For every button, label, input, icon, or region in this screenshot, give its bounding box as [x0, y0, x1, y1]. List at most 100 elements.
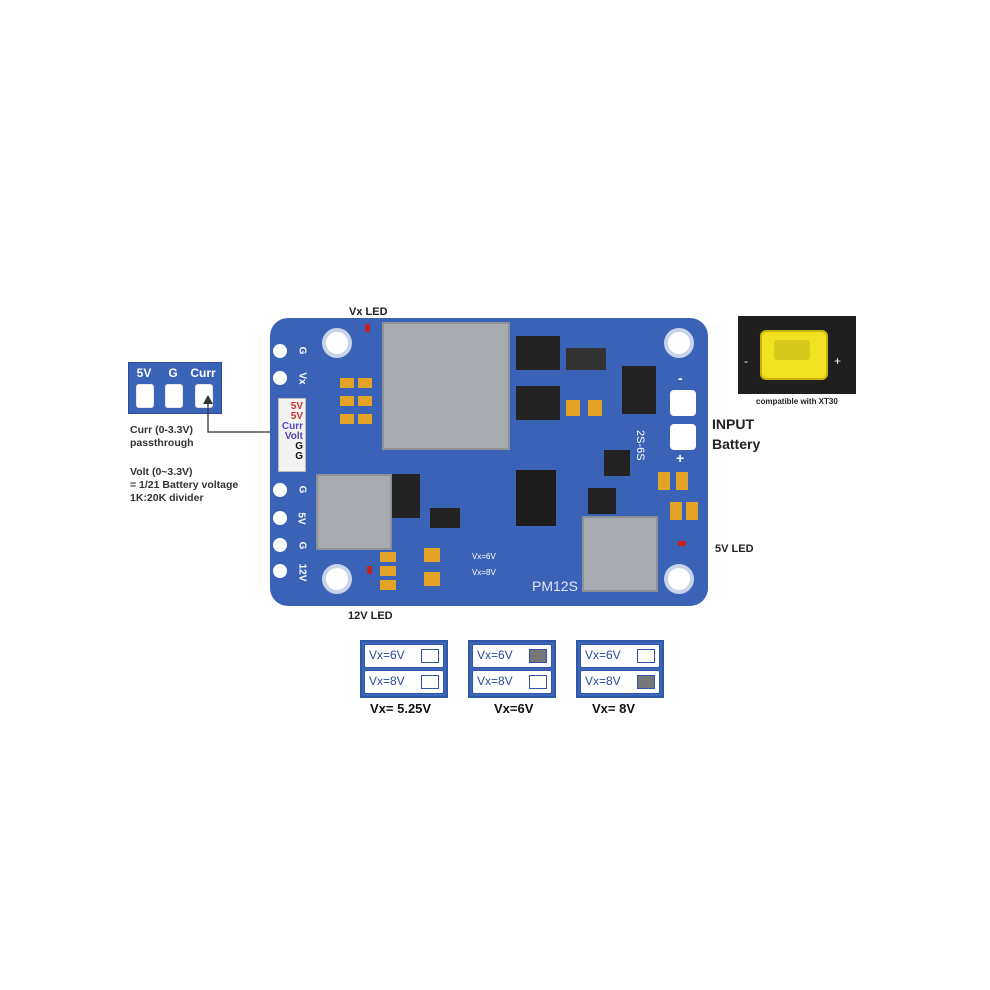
- jumper-pad-open: [421, 649, 439, 663]
- capacitor: [658, 472, 670, 490]
- mount-hole: [322, 564, 352, 594]
- controller-ic: [516, 470, 556, 526]
- battery-label: Battery: [712, 436, 761, 452]
- volt-note: Volt (0~3.3V) = 1/21 Battery voltage 1K:…: [130, 466, 238, 505]
- capacitor: [670, 502, 682, 520]
- vx-led: [365, 324, 370, 332]
- inductor-5v: [582, 516, 658, 592]
- solder-pad-5v: [136, 384, 154, 408]
- ic-small: [430, 508, 460, 528]
- ic-small: [588, 488, 616, 514]
- mount-hole: [664, 564, 694, 594]
- edge-label-12v: 12V: [296, 563, 308, 582]
- volt-note-line1: Volt (0~3.3V): [130, 466, 193, 478]
- capacitor: [424, 548, 440, 562]
- vx-setting-panel-1: Vx=6V Vx=8V: [360, 640, 448, 698]
- battery-pad-plus: [670, 424, 696, 450]
- led-12v: [367, 566, 372, 574]
- vx-led-label: Vx LED: [349, 306, 388, 318]
- capacitor: [358, 378, 372, 388]
- power-connector: 5V 5V Curr Volt G G: [278, 398, 306, 472]
- conn-5v-b: 5V: [290, 411, 303, 422]
- vx8-text: Vx=8V: [585, 674, 621, 688]
- regulator-ic: [622, 366, 656, 414]
- board-pad-vx6: Vx=6V: [472, 552, 496, 561]
- mount-hole: [664, 328, 694, 358]
- pcb-board: G Vx G 5V G 12V 5V 5V Curr Volt G G: [270, 318, 708, 606]
- jumper-pad-open: [529, 675, 547, 689]
- conn-g-b: G: [295, 451, 303, 462]
- vx6-row: Vx=6V: [364, 644, 444, 668]
- jumper-pad-bridged: [529, 649, 547, 663]
- ic-small: [604, 450, 630, 476]
- capacitor: [340, 396, 354, 406]
- vx-setting-panel-2: Vx=6V Vx=8V: [468, 640, 556, 698]
- mosfet: [516, 336, 560, 370]
- mount-hole: [322, 328, 352, 358]
- capacitor: [686, 502, 698, 520]
- pad-label-g: G: [168, 366, 178, 380]
- edge-pad-g3: [273, 538, 287, 552]
- vx6-row: Vx=6V: [580, 644, 660, 668]
- edge-label-g3: G: [296, 541, 308, 550]
- battery-minus-sign: -: [678, 370, 683, 386]
- inductor-large: [382, 322, 510, 450]
- side-mark: 2S-6S: [634, 430, 646, 461]
- vx8-text: Vx=8V: [369, 674, 405, 688]
- capacitor: [424, 572, 440, 586]
- xt30-picture: - +: [738, 316, 856, 394]
- vx6-text: Vx=6V: [477, 648, 513, 662]
- edge-pad-g2: [273, 483, 287, 497]
- mosfet: [516, 386, 560, 420]
- capacitor: [380, 566, 396, 576]
- led-5v-label: 5V LED: [715, 543, 754, 555]
- vx8-row: Vx=8V: [580, 670, 660, 694]
- conn-5v-a: 5V: [290, 401, 303, 412]
- edge-label-5v: 5V: [295, 512, 307, 525]
- edge-label-g2: G: [296, 485, 308, 494]
- led-5v: [678, 541, 686, 546]
- pad-label-curr: Curr: [190, 366, 216, 380]
- battery-pad-minus: [670, 390, 696, 416]
- input-label: INPUT: [712, 416, 754, 432]
- connector-arrow: [203, 395, 278, 433]
- xt30-note: compatible with XT30: [756, 397, 838, 406]
- volt-note-line2: = 1/21 Battery voltage: [130, 479, 239, 491]
- input-battery-label: INPUT Battery: [712, 414, 760, 454]
- edge-label-vx: Vx: [296, 372, 308, 385]
- curr-note: Curr (0-3.3V) passthrough: [130, 424, 194, 450]
- jumper-pad-open: [637, 649, 655, 663]
- solder-pad-g: [165, 384, 183, 408]
- capacitor: [588, 400, 602, 416]
- conn-curr: Curr: [281, 421, 303, 432]
- capacitor: [380, 552, 396, 562]
- board-pad-vx8: Vx=8V: [472, 568, 496, 577]
- vx8-text: Vx=8V: [477, 674, 513, 688]
- ic-small: [392, 474, 420, 518]
- edge-label-g1: G: [296, 346, 308, 355]
- pad-inset: 5V G Curr: [128, 362, 222, 414]
- jumper-pad-bridged: [637, 675, 655, 689]
- vx8-row: Vx=8V: [472, 670, 552, 694]
- vx6-text: Vx=6V: [369, 648, 405, 662]
- edge-pad-vx: [273, 371, 287, 385]
- capacitor: [340, 378, 354, 388]
- vx-caption-2: Vx=6V: [494, 701, 534, 716]
- vx-caption-3: Vx= 8V: [592, 701, 636, 716]
- board-model: PM12S: [532, 578, 578, 594]
- xt30-plus: +: [834, 354, 842, 368]
- pad-label-5v: 5V: [136, 366, 152, 380]
- xt30-connector-body: [760, 330, 828, 380]
- conn-volt: Volt: [284, 431, 303, 442]
- edge-pad-12v: [273, 564, 287, 578]
- capacitor: [676, 472, 688, 490]
- capacitor: [358, 414, 372, 424]
- vx-setting-panel-3: Vx=6V Vx=8V: [576, 640, 664, 698]
- diode: [566, 348, 606, 370]
- vx6-row: Vx=6V: [472, 644, 552, 668]
- capacitor: [358, 396, 372, 406]
- edge-pad-5v: [273, 511, 287, 525]
- capacitor: [380, 580, 396, 590]
- vx6-text: Vx=6V: [585, 648, 621, 662]
- battery-plus-sign: +: [676, 450, 685, 466]
